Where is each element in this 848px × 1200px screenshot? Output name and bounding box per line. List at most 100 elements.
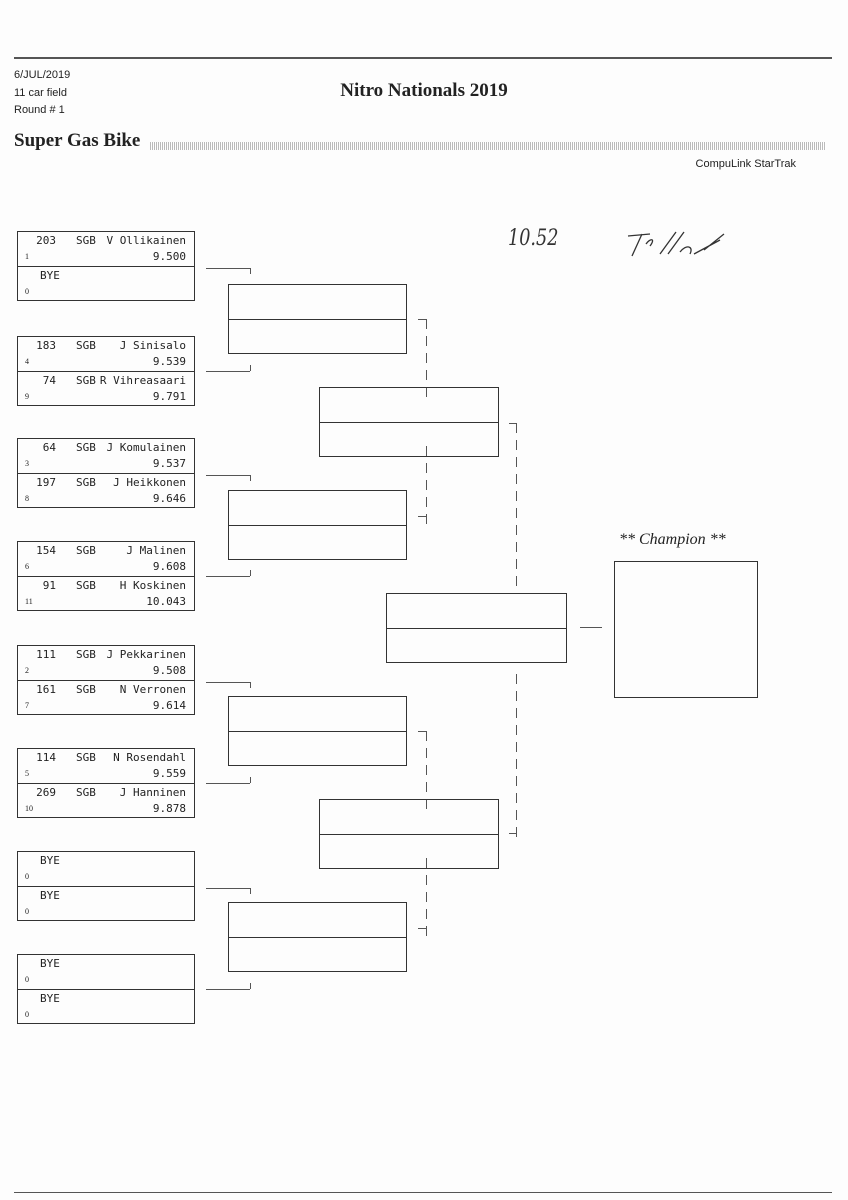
racer-entry[interactable]: BYE 0 bbox=[18, 989, 194, 1024]
event-title: Nitro Nationals 2019 bbox=[340, 80, 508, 101]
final-connector bbox=[580, 627, 602, 628]
connector-line bbox=[418, 516, 426, 517]
seed-number: 11 bbox=[25, 597, 33, 606]
racer-name: J Sinisalo bbox=[119, 339, 186, 352]
elapsed-time: 9.537 bbox=[152, 457, 186, 470]
connector-dash bbox=[516, 810, 517, 820]
seed-number: 2 bbox=[25, 666, 29, 675]
car-number: 203 bbox=[36, 234, 56, 247]
connector-dash bbox=[426, 514, 427, 524]
elapsed-time: 9.559 bbox=[152, 767, 186, 780]
seed-number: 3 bbox=[25, 459, 29, 468]
connector-dash bbox=[426, 799, 427, 809]
connector-dash bbox=[426, 480, 427, 490]
connector-dash bbox=[426, 909, 427, 919]
connector-dash bbox=[516, 827, 517, 837]
round2-box bbox=[228, 284, 407, 354]
racer-entry[interactable]: BYE 0 bbox=[18, 852, 194, 886]
connector-dash bbox=[516, 508, 517, 518]
racer-name: V Ollikainen bbox=[106, 234, 186, 247]
connector-dash bbox=[516, 457, 517, 467]
connector-dash bbox=[516, 576, 517, 586]
seed-number: 9 bbox=[25, 392, 29, 401]
final-box bbox=[386, 593, 567, 663]
connector-dash bbox=[516, 474, 517, 484]
connector-dash bbox=[426, 748, 427, 758]
box-divider bbox=[320, 422, 498, 423]
connector-line bbox=[250, 365, 251, 371]
software-name: CompuLink StarTrak bbox=[695, 158, 796, 170]
elapsed-time: 9.539 bbox=[152, 355, 186, 368]
connector-dash bbox=[516, 793, 517, 803]
bye: BYE bbox=[40, 269, 60, 282]
bye: BYE bbox=[40, 854, 60, 867]
connector-dash bbox=[516, 491, 517, 501]
seed-number: 0 bbox=[25, 287, 29, 296]
racer-name: J Malinen bbox=[126, 544, 186, 557]
connector-dash bbox=[516, 559, 517, 569]
racer-name: N Rosendahl bbox=[113, 751, 186, 764]
handwritten-time: 10.52 bbox=[508, 226, 559, 251]
connector-dash bbox=[426, 370, 427, 380]
class-code: SGB bbox=[76, 786, 96, 799]
connector-dash bbox=[426, 892, 427, 902]
connector-dash bbox=[426, 353, 427, 363]
connector-dash bbox=[516, 742, 517, 752]
bye: BYE bbox=[40, 992, 60, 1005]
connector-line bbox=[250, 983, 251, 989]
racer-name: J Pekkarinen bbox=[106, 648, 186, 661]
connector-dash bbox=[426, 463, 427, 473]
racer-name: J Hanninen bbox=[119, 786, 186, 799]
car-number: 161 bbox=[36, 683, 56, 696]
class-code: SGB bbox=[76, 648, 96, 661]
connector-line bbox=[418, 928, 426, 929]
box-divider bbox=[387, 628, 566, 629]
seed-number: 4 bbox=[25, 357, 29, 366]
racer-name: H Koskinen bbox=[119, 579, 186, 592]
elapsed-time: 9.646 bbox=[152, 492, 186, 505]
car-number: 197 bbox=[36, 476, 56, 489]
round-number: Round # 1 bbox=[14, 104, 65, 116]
champion-box bbox=[614, 561, 758, 698]
seed-number: 0 bbox=[25, 1010, 29, 1019]
connector-line bbox=[206, 268, 250, 269]
car-number: 154 bbox=[36, 544, 56, 557]
connector-dash bbox=[426, 319, 427, 329]
champion-label: ** Champion ** bbox=[619, 531, 726, 548]
connector-dash bbox=[516, 423, 517, 433]
racer-entry[interactable]: BYE 0 bbox=[18, 266, 194, 301]
connector-line bbox=[250, 268, 251, 274]
seed-number: 0 bbox=[25, 872, 29, 881]
racer-name: R Vihreasaari bbox=[99, 374, 186, 387]
class-code: SGB bbox=[76, 683, 96, 696]
connector-line bbox=[509, 833, 517, 834]
elapsed-time: 9.608 bbox=[152, 560, 186, 573]
connector-line bbox=[206, 475, 250, 476]
box-divider bbox=[320, 834, 498, 835]
top-rule bbox=[14, 57, 832, 59]
connector-dash bbox=[426, 858, 427, 868]
round3-box bbox=[319, 387, 499, 457]
bottom-rule bbox=[14, 1192, 832, 1193]
connector-line bbox=[250, 570, 251, 576]
seed-number: 10 bbox=[25, 804, 33, 813]
round2-box bbox=[228, 696, 407, 766]
connector-dash bbox=[516, 525, 517, 535]
racer-name: N Verronen bbox=[119, 683, 186, 696]
